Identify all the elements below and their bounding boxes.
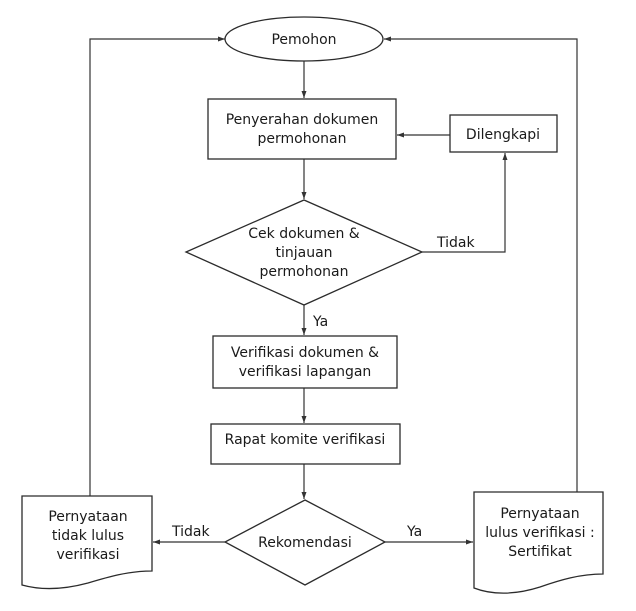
node-check: Cek dokumen & tinjauan permohonan [184,199,424,306]
node-fail: Pernyataan tidak lulus verifikasi [21,495,153,590]
node-fail-text-line3: verifikasi [57,547,120,563]
node-fail-text-line2: tidak lulus [52,528,124,544]
node-recommend: Rekomendasi [223,499,387,586]
node-pass-text-line2: lulus verifikasi : [485,525,594,541]
node-verify-text-line1: Verifikasi dokumen & [231,345,379,361]
node-start-text: Pemohon [271,32,336,48]
edge-label-recommend-ya: Ya [406,524,422,540]
node-complete-text: Dilengkapi [466,127,540,143]
node-fail-text-line1: Pernyataan [48,509,127,525]
node-check-text-line3: permohonan [260,264,349,280]
edge-fail-to-start [89,36,225,496]
node-submit-text-line1: Penyerahan dokumen [226,112,379,128]
node-check-text-line1: Cek dokumen & [248,226,360,242]
node-pass-text-line1: Pernyataan [500,506,579,522]
node-pass-text-line3: Sertifikat [508,544,572,560]
node-verify-text-line2: verifikasi lapangan [239,364,372,380]
node-recommend-text: Rekomendasi [258,535,352,551]
node-check-text-line2: tinjauan [275,245,332,261]
node-complete: Dilengkapi [449,114,558,153]
edge-check-to-complete [422,153,508,253]
edge-label-recommend-tidak: Tidak [171,524,210,540]
node-start: Pemohon [224,16,384,62]
node-submit-text-line2: permohonan [258,131,347,147]
edge-label-check-ya: Ya [312,314,328,330]
node-meeting-text: Rapat komite verifikasi [225,432,386,448]
node-verify: Verifikasi dokumen & verifikasi lapangan [212,335,398,389]
edge-label-check-tidak: Tidak [436,235,475,251]
edge-pass-to-start [384,36,578,492]
node-pass: Pernyataan lulus verifikasi : Sertifikat [473,491,604,594]
node-meeting: Rapat komite verifikasi [210,423,401,465]
node-submit: Penyerahan dokumen permohonan [207,98,397,160]
